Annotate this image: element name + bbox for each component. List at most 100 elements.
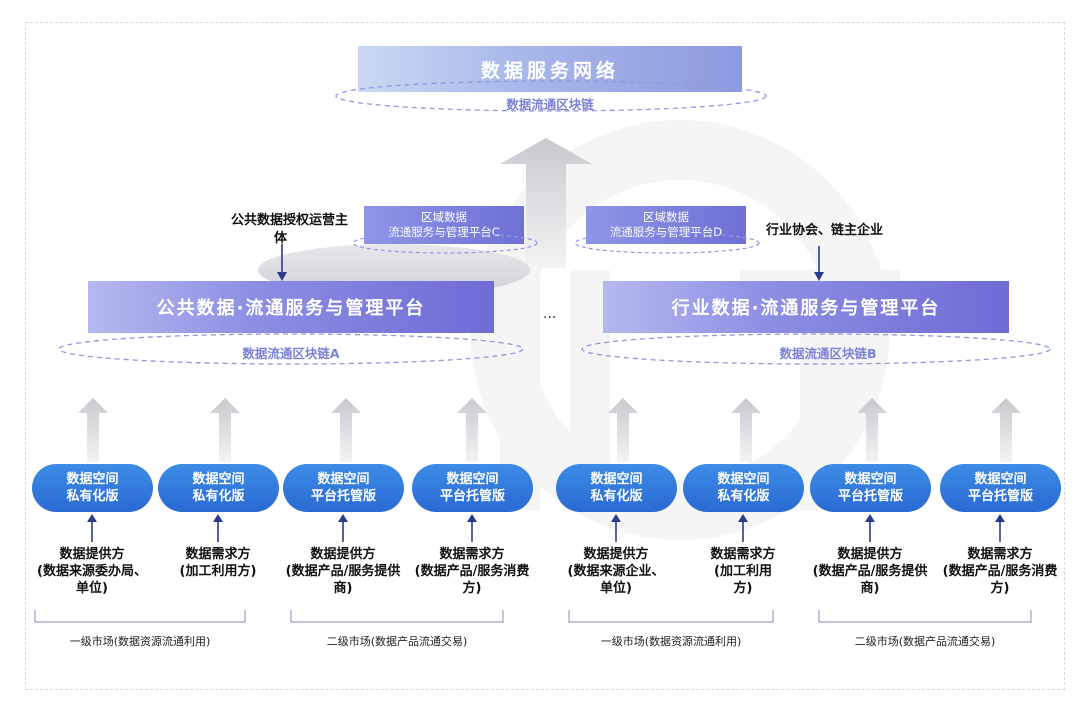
ellipsis: ... (543, 306, 557, 322)
role-5-line3: 单位) (600, 581, 632, 596)
arrow-up-8-icon (991, 398, 1021, 462)
arrow-up-7-icon (857, 398, 887, 462)
role-arrow-6-icon (738, 514, 748, 542)
platform-a: 公共数据·流通服务与管理平台 (88, 281, 494, 333)
node-6-line1: 数据空间 (717, 472, 770, 487)
platform-a-title: 公共数据·流通服务与管理平台 (156, 298, 426, 319)
role-5: 数据提供方 (数据来源企业、 单位) (551, 546, 681, 597)
role-3: 数据提供方 (数据产品/服务提供 商) (278, 546, 408, 597)
node-2-line2: 私有化版 (192, 489, 245, 504)
role-1-line2: (数据来源委办局、 (37, 564, 147, 579)
left-operator-line1: 公共数据授权运营主 (230, 213, 348, 228)
role-2: 数据需求方 (加工利用方) (153, 546, 283, 580)
role-6-line2: (加工利用 (714, 564, 772, 579)
region-c-ellipse (352, 232, 538, 254)
role-1-line3: 单位) (76, 581, 108, 596)
platform-b-title: 行业数据·流通服务与管理平台 (671, 298, 941, 319)
market-label-3: 一级市场(数据资源流通利用) (600, 635, 742, 648)
data-space-node-6: 数据空间 私有化版 (683, 464, 804, 512)
role-7-line1: 数据提供方 (837, 547, 903, 562)
top-chain-label: 数据流通区块链 (506, 97, 594, 112)
role-1: 数据提供方 (数据来源委办局、 单位) (27, 546, 157, 597)
region-d-line1: 区域数据 (643, 210, 689, 224)
left-operator-label: 公共数据授权运营主 体 (216, 212, 348, 248)
role-2-line2: (加工利用方) (179, 564, 257, 579)
market-label-4: 二级市场(数据产品流通交易) (854, 635, 996, 648)
node-6-line2: 私有化版 (717, 489, 770, 504)
arrow-up-top-icon (500, 138, 592, 268)
data-space-node-5: 数据空间 私有化版 (556, 464, 677, 512)
region-c-line1: 区域数据 (421, 210, 467, 224)
role-1-line1: 数据提供方 (59, 547, 125, 562)
role-arrow-2-icon (213, 514, 223, 542)
platform-b-chain: 数据流通区块链B (779, 346, 877, 361)
node-4-line1: 数据空间 (446, 472, 499, 487)
arrow-up-5-icon (608, 398, 638, 462)
left-operator-arrow-icon (277, 244, 287, 281)
top-chain-ellipse (335, 80, 767, 112)
role-7-line2: (数据产品/服务提供 (812, 564, 928, 579)
role-3-line3: 商) (333, 581, 353, 596)
role-6-line3: 方) (733, 581, 753, 596)
data-space-node-7: 数据空间 平台托管版 (810, 464, 931, 512)
arrow-up-4-icon (457, 398, 487, 462)
role-4-line2: (数据产品/服务消费 (414, 564, 530, 579)
node-4-line2: 平台托管版 (439, 489, 505, 504)
market-bracket-1 (34, 610, 246, 623)
market-bracket-2 (290, 610, 504, 623)
role-arrow-7-icon (865, 514, 875, 542)
left-operator-line2: 体 (274, 231, 288, 246)
node-1-line2: 私有化版 (66, 489, 119, 504)
role-6-line1: 数据需求方 (710, 547, 776, 562)
role-8: 数据需求方 (数据产品/服务消费 方) (935, 546, 1065, 597)
region-c-line2: 流通服务与管理平台C (388, 225, 500, 239)
role-5-line1: 数据提供方 (583, 547, 649, 562)
node-5-line2: 私有化版 (590, 489, 643, 504)
diagram-frame (25, 22, 1065, 690)
arrow-up-2-icon (210, 398, 240, 462)
data-space-node-2: 数据空间 私有化版 (158, 464, 279, 512)
platform-b-ellipse (581, 333, 1051, 365)
platform-b: 行业数据·流通服务与管理平台 (603, 281, 1009, 333)
node-3-line1: 数据空间 (317, 472, 370, 487)
platform-a-chain: 数据流通区块链A (242, 346, 340, 361)
role-arrow-4-icon (467, 514, 477, 542)
role-3-line1: 数据提供方 (310, 547, 376, 562)
role-3-line2: (数据产品/服务提供 (285, 564, 401, 579)
right-operator-arrow-icon (814, 246, 824, 281)
role-arrow-5-icon (611, 514, 621, 542)
role-6: 数据需求方 (加工利用 方) (678, 546, 808, 597)
role-8-line3: 方) (990, 581, 1010, 596)
node-8-line2: 平台托管版 (967, 489, 1033, 504)
node-2-line1: 数据空间 (192, 472, 245, 487)
node-8-line1: 数据空间 (974, 472, 1027, 487)
right-operator-label: 行业协会、链主企业 (766, 223, 884, 238)
arrow-up-6-icon (731, 398, 761, 462)
node-7-line1: 数据空间 (844, 472, 897, 487)
arrow-up-1-icon (78, 398, 108, 462)
role-7: 数据提供方 (数据产品/服务提供 商) (805, 546, 935, 597)
market-bracket-3 (568, 610, 774, 623)
region-platform-c: 区域数据 流通服务与管理平台C (364, 206, 524, 244)
role-arrow-3-icon (338, 514, 348, 542)
region-d-line2: 流通服务与管理平台D (609, 225, 723, 239)
region-platform-d: 区域数据 流通服务与管理平台D (586, 206, 746, 244)
node-1-line1: 数据空间 (66, 472, 119, 487)
market-label-1: 一级市场(数据资源流通利用) (69, 635, 211, 648)
node-7-line2: 平台托管版 (837, 489, 903, 504)
role-arrow-1-icon (87, 514, 97, 542)
role-4-line1: 数据需求方 (439, 547, 505, 562)
role-2-line1: 数据需求方 (185, 547, 251, 562)
data-space-node-4: 数据空间 平台托管版 (412, 464, 533, 512)
role-4: 数据需求方 (数据产品/服务消费 方) (407, 546, 537, 597)
market-label-2: 二级市场(数据产品流通交易) (326, 635, 468, 648)
role-5-line2: (数据来源企业、 (567, 564, 665, 579)
role-8-line1: 数据需求方 (967, 547, 1033, 562)
data-space-node-1: 数据空间 私有化版 (32, 464, 153, 512)
data-space-node-8: 数据空间 平台托管版 (940, 464, 1061, 512)
top-network-title: 数据服务网络 (480, 59, 619, 82)
region-d-ellipse (574, 232, 760, 254)
role-8-line2: (数据产品/服务消费 (942, 564, 1058, 579)
node-5-line1: 数据空间 (590, 472, 643, 487)
platform-a-ellipse (58, 333, 524, 365)
